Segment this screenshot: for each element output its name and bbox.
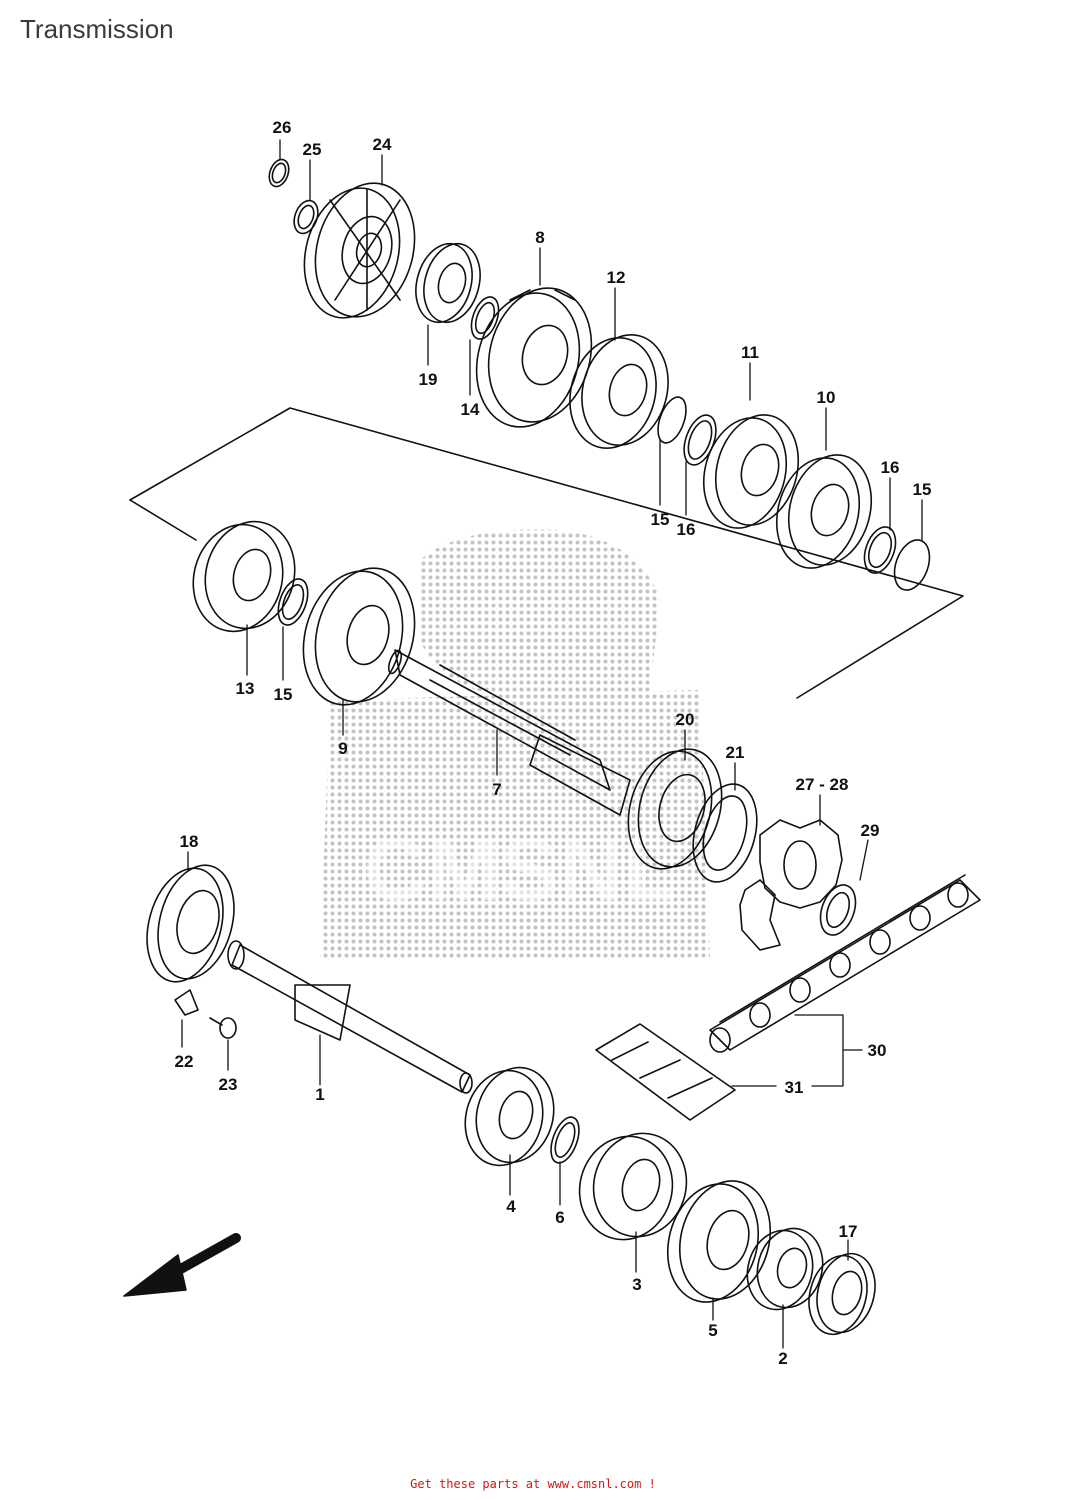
callout-31: 31 <box>785 1078 804 1097</box>
callout-1: 1 <box>315 1085 324 1104</box>
callout-11: 11 <box>741 343 759 362</box>
part-12-gear <box>569 334 669 449</box>
leader-lines <box>181 139 923 1349</box>
callout-2: 2 <box>778 1349 787 1368</box>
part-13-gear <box>192 520 296 633</box>
callout-16-right: 16 <box>881 458 900 477</box>
callout-6: 6 <box>555 1208 564 1227</box>
callout-9: 9 <box>338 739 347 758</box>
part-22-retainer <box>174 989 199 1016</box>
callout-10: 10 <box>817 388 836 407</box>
part-5-gear <box>666 1180 772 1303</box>
part-15-circlip-upper <box>657 396 687 444</box>
footer-parts-link[interactable]: Get these parts at www.cmsnl.com ! <box>410 1477 656 1491</box>
part-23-screw <box>209 1017 237 1039</box>
callout-22: 22 <box>175 1052 194 1071</box>
callout-8: 8 <box>535 228 544 247</box>
part-3-gear <box>578 1132 688 1241</box>
callout-18: 18 <box>180 832 199 851</box>
callout-20: 20 <box>676 710 695 729</box>
callout-25: 25 <box>303 140 322 159</box>
callout-19: 19 <box>419 370 438 389</box>
part-2-gear <box>746 1227 824 1311</box>
page-title: Transmission <box>20 14 174 44</box>
callout-27-28: 27 - 28 <box>796 775 849 794</box>
part-18-bearing <box>146 864 235 983</box>
part-26-circlip <box>268 158 290 188</box>
callout-30: 30 <box>868 1041 887 1060</box>
part-11-gear <box>702 414 800 529</box>
part-24-gear <box>303 182 416 319</box>
callout-17: 17 <box>839 1222 858 1241</box>
callout-15-left: 15 <box>274 685 293 704</box>
part-1-driveshaft <box>227 940 473 1094</box>
callout-13: 13 <box>236 679 255 698</box>
part-19-bearing <box>415 242 481 324</box>
callout-29: 29 <box>861 821 880 840</box>
watermark-logo: CMSNL <box>320 529 710 960</box>
part-15-circlip-right <box>893 539 931 591</box>
callout-21: 21 <box>726 743 745 762</box>
callout-14: 14 <box>461 400 480 419</box>
part-9-gear <box>302 567 416 706</box>
part-6-circlip <box>550 1116 580 1164</box>
countershaft-group-outline-left <box>129 499 197 541</box>
callout-16-upper: 16 <box>677 520 696 539</box>
part-31-chain-joint <box>595 1023 736 1121</box>
callout-15-right: 15 <box>913 480 932 499</box>
callout-7: 7 <box>492 780 501 799</box>
callout-4: 4 <box>506 1197 516 1216</box>
countershaft-group-outline <box>129 407 964 699</box>
callout-26: 26 <box>273 118 292 137</box>
callout-23: 23 <box>219 1075 238 1094</box>
callout-3: 3 <box>632 1275 641 1294</box>
front-direction-arrow-icon <box>123 1233 241 1297</box>
part-4-gear <box>464 1066 555 1167</box>
part-21-oil-seal <box>692 783 758 883</box>
part-7-countershaft <box>387 649 631 816</box>
part-15-circlip-left <box>277 578 309 626</box>
callout-12: 12 <box>607 268 626 287</box>
part-14-washer <box>470 296 500 340</box>
part-10-gear <box>775 454 873 569</box>
callout-labels: 26 25 24 8 12 19 14 11 10 16 15 15 16 13… <box>175 118 932 1368</box>
watermark-text: CMSNL <box>364 820 677 919</box>
callout-24: 24 <box>373 135 392 154</box>
callout-15-upper: 15 <box>651 510 670 529</box>
part-29-washer <box>819 884 857 936</box>
part-27-28-sprocket <box>739 819 843 951</box>
part-16-washer-right <box>863 526 897 574</box>
callout-5: 5 <box>708 1321 717 1340</box>
part-30-drive-chain <box>709 874 981 1053</box>
